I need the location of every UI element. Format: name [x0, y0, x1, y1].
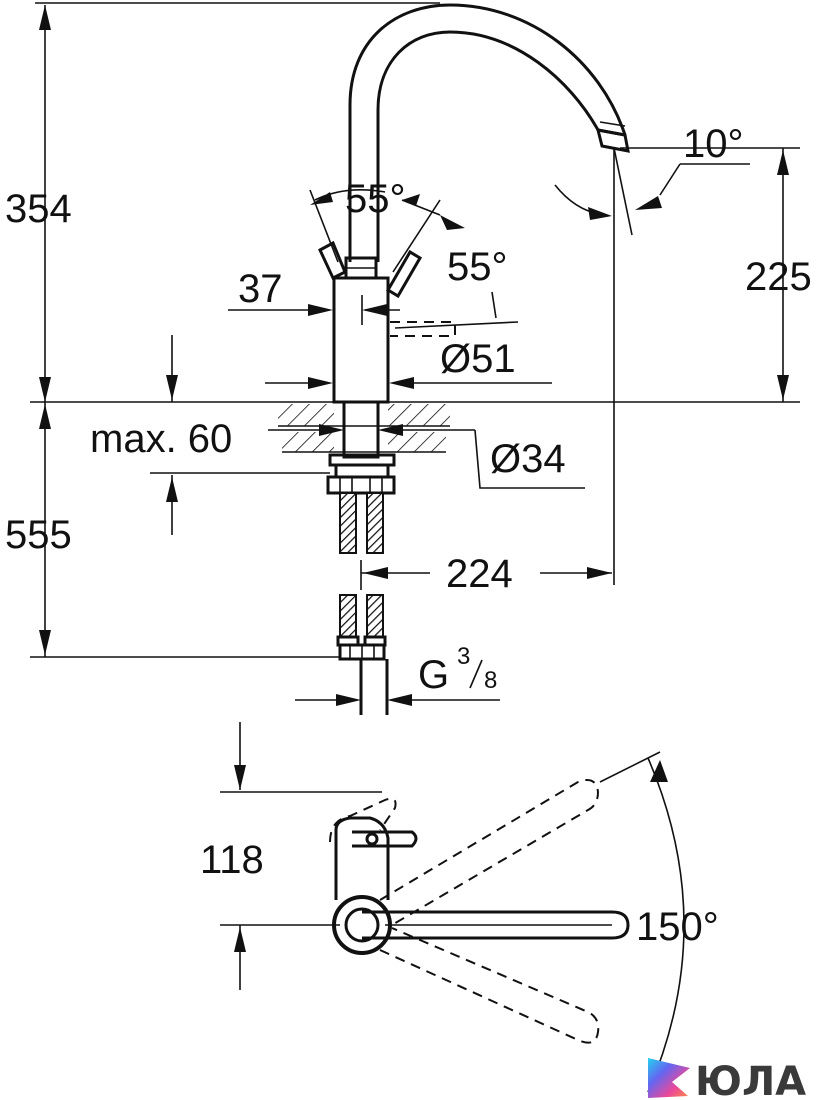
label-body-diameter: Ø51: [440, 337, 516, 381]
dimension-lines: [30, 2, 800, 706]
brand-logo: ЮЛА: [648, 1058, 806, 1100]
label-lever-right-angle: 55°: [447, 245, 508, 289]
label-swivel-angle: 150°: [636, 905, 719, 949]
label-deck-thickness: max. 60: [90, 417, 232, 461]
faucet-shank: [326, 400, 396, 495]
label-shank-diameter: Ø34: [490, 437, 566, 481]
top-view: [220, 722, 685, 1093]
faucet-levers: [318, 240, 423, 299]
brand-logo-mark-icon: [648, 1058, 690, 1098]
label-spout-reach: 224: [446, 552, 513, 596]
label-lever-offset: 37: [238, 267, 283, 311]
label-top-view-offset: 118: [200, 838, 264, 882]
label-spout-tilt-angle: 10°: [683, 122, 744, 166]
dimension-labels: 354 225 55° 55° 10° 37 Ø51 max. 60 Ø34 5…: [5, 122, 812, 949]
countertop-section: [278, 404, 450, 453]
label-thread-prefix: G: [418, 653, 449, 697]
brand-logo-text: ЮЛА: [695, 1059, 806, 1100]
label-hose-length: 555: [5, 513, 72, 557]
side-view: [30, 2, 800, 715]
supply-hoses: [336, 492, 389, 715]
label-spout-height: 225: [745, 255, 812, 299]
label-thread-den: 8: [484, 667, 497, 694]
lever-ghost: [390, 321, 456, 337]
label-total-height: 354: [5, 187, 72, 231]
label-lever-left-angle: 55°: [345, 177, 406, 221]
label-thread-num: 3: [457, 643, 470, 670]
faucet-spout: [348, 3, 630, 262]
faucet-body: [332, 256, 390, 404]
